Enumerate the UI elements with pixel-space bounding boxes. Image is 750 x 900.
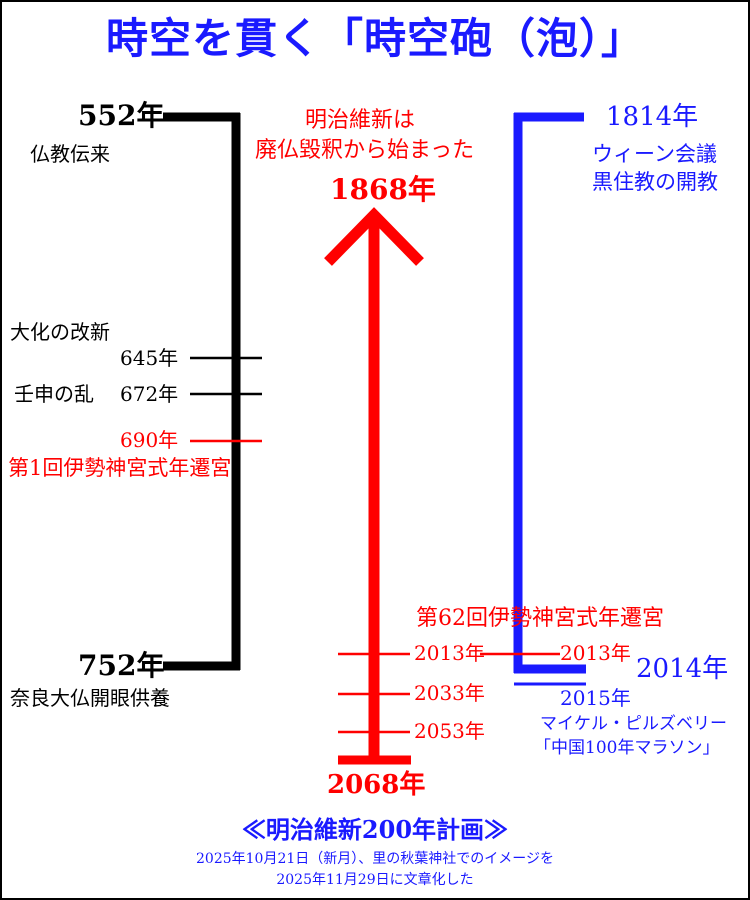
meiji-line2: 廃仏毀釈から始まった [255, 138, 475, 163]
left-end-year: 752年 [78, 649, 165, 682]
center-year-2033: 2033年 [414, 681, 485, 705]
right-year-2014: 2014年 [636, 654, 729, 684]
center-end-year: 2068年 [327, 770, 426, 800]
right-vienna: ウィーン会議 [592, 142, 717, 166]
left-taika-event: 大化の改新 [10, 320, 110, 344]
right-marathon: 「中国100年マラソン」 [534, 738, 720, 758]
left-ise-year: 690年 [120, 428, 179, 452]
left-end-event: 奈良大仏開眼供養 [10, 686, 170, 710]
ise62-label: 第62回伊勢神宮式年遷宮 [416, 606, 664, 631]
center-year-2013: 2013年 [414, 641, 485, 665]
center-year-2053: 2053年 [414, 719, 485, 743]
left-start-year: 552年 [78, 99, 165, 132]
center-start-year: 1868年 [330, 173, 436, 206]
left-ise-event: 第1回伊勢神宮式年遷宮 [8, 456, 232, 480]
page-title: 時空を貫く「時空砲（泡）」 [105, 14, 644, 63]
footer-note2: 2025年11月29日に文章化した [276, 872, 474, 888]
left-jinshin-event: 壬申の乱 [14, 382, 94, 406]
arrow-head [324, 207, 424, 266]
center-arrow [324, 207, 424, 765]
footer-note1: 2025年10月21日（新月）、里の秋葉神社でのイメージを [196, 851, 554, 867]
left-taika-year: 645年 [120, 346, 179, 370]
right-kurozumi: 黒住教の開教 [592, 170, 718, 194]
meiji-line1: 明治維新は [305, 108, 416, 133]
right-year-2013: 2013年 [560, 641, 631, 665]
left-bracket [163, 112, 262, 671]
right-start-year: 1814年 [606, 102, 699, 132]
right-pillsbury: マイケル・ピルズベリー [540, 714, 727, 734]
right-bracket [480, 112, 586, 686]
right-year-2015: 2015年 [560, 686, 631, 710]
left-start-event: 仏教伝来 [30, 142, 110, 166]
footer-plan: ≪明治維新200年計画≫ [241, 815, 509, 844]
left-jinshin-year: 672年 [120, 382, 179, 406]
